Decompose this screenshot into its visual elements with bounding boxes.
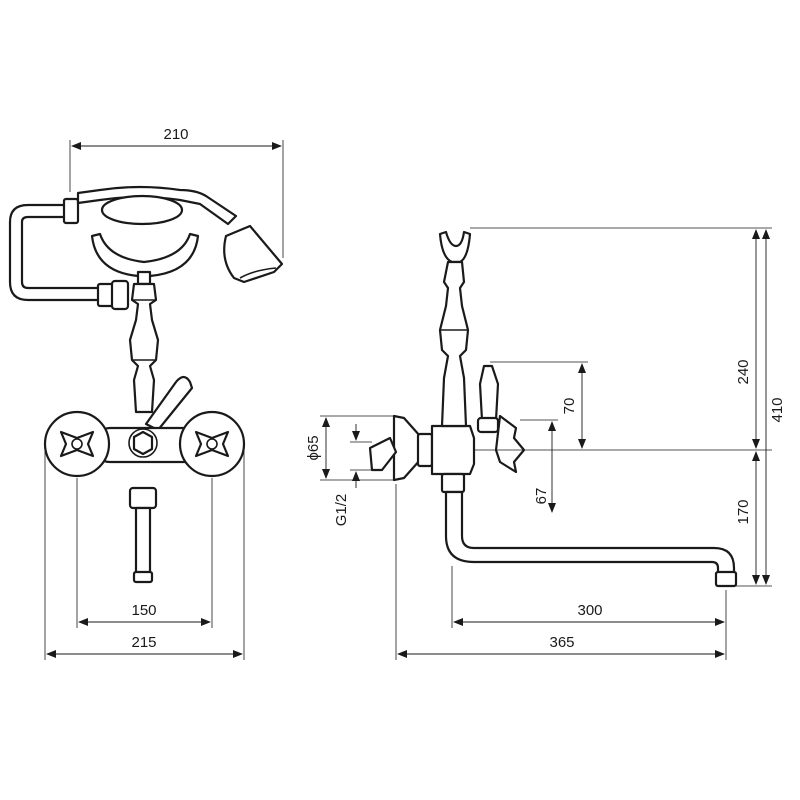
dim-upper-height: 240	[735, 229, 760, 449]
dim-total-height-label: 410	[769, 397, 786, 422]
dim-spout-reach-label: 300	[577, 602, 602, 619]
shower-hose	[8, 203, 102, 302]
spout-nut-front	[128, 486, 158, 510]
dim-handle-offset-label: 67	[533, 488, 550, 505]
wall-flange	[392, 414, 422, 482]
spout-aerator-front	[132, 570, 154, 584]
dim-total-depth-label: 365	[549, 634, 574, 651]
dim-body-width: 215	[46, 634, 243, 658]
body-nut	[416, 432, 434, 468]
dim-spout-reach: 300	[453, 602, 725, 626]
cross-handle-side[interactable]	[494, 414, 526, 474]
dim-spout-height: 170	[735, 451, 760, 585]
left-cross-handle[interactable]	[43, 410, 111, 478]
spout-aerator-side	[714, 570, 738, 588]
dim-body-width-label: 215	[131, 634, 156, 651]
diverter-lever-side	[478, 364, 500, 422]
front-view: 210 150 215	[8, 126, 284, 660]
dim-valve-spacing: 150	[78, 602, 211, 626]
handset-grip	[100, 194, 184, 226]
dim-handle-height-label: 70	[561, 398, 578, 415]
right-cross-handle[interactable]	[178, 410, 246, 478]
spout-front	[134, 506, 152, 576]
dim-valve-spacing-label: 150	[131, 602, 156, 619]
shower-head-icon	[223, 224, 284, 284]
dim-total-height: 410	[762, 229, 786, 585]
dim-handle-height: 70	[561, 363, 586, 449]
cradle-stem	[136, 270, 152, 286]
dim-thread-label: G1/2	[333, 494, 350, 527]
eccentric-connector	[368, 436, 398, 472]
dim-overall-width-label: 210	[163, 126, 188, 143]
mixer-body-side	[430, 424, 476, 476]
diverter-lever	[144, 375, 194, 432]
handset-cradle	[90, 232, 200, 278]
hose-outlet-fitting	[110, 279, 130, 311]
handset-cradle-side	[438, 230, 472, 264]
shower-head-rose	[239, 267, 277, 279]
dim-flange-diameter-label: ϕ65	[305, 435, 322, 460]
hose-nut-upper	[62, 197, 80, 225]
dim-overall-width: 210	[71, 126, 282, 150]
side-view: ϕ65 G1/2 70 67 240 410	[305, 227, 786, 660]
dim-handle-offset: 67	[533, 421, 556, 513]
diverter-hub-icon	[132, 430, 154, 456]
spout-side	[444, 490, 736, 576]
spout-nut-side	[440, 472, 466, 494]
dim-thread: G1/2	[333, 424, 360, 527]
riser-column	[128, 282, 160, 414]
dim-flange-diameter: ϕ65	[305, 417, 330, 479]
dim-upper-height-label: 240	[735, 359, 752, 384]
riser-column-side	[438, 260, 470, 428]
dim-spout-height-label: 170	[735, 499, 752, 524]
dim-total-depth: 365	[397, 634, 725, 658]
